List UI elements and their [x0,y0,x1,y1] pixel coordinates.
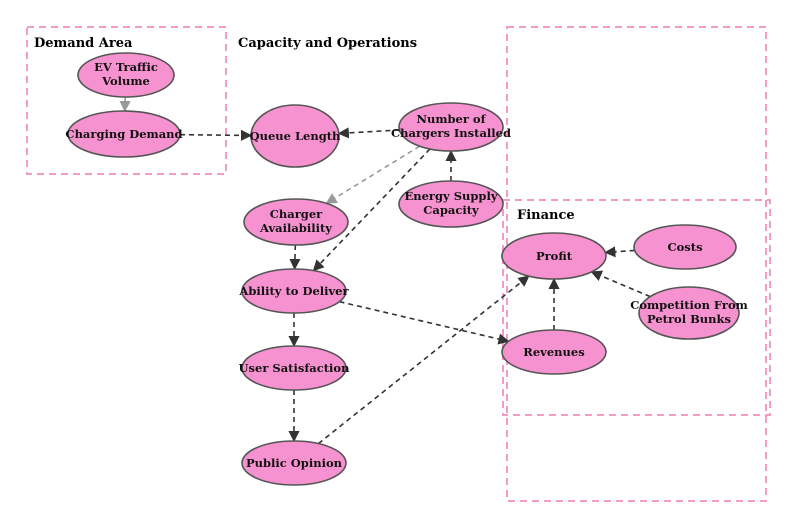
edge-chargers-installed-to-charger-availability [325,145,421,205]
node-energy-supply-capacity: Energy Supply Capacity [398,180,504,228]
node-label: Ability to Deliver [238,284,349,298]
node-user-satisfaction: User Satisfaction [239,345,351,391]
node-label: Capacity [423,203,479,217]
region-box-finance [502,199,771,416]
node-ev-traffic-volume: EV Traffic Volume [77,52,175,98]
node-label: Volume [101,74,150,88]
node-charger-availability: Charger Availability [243,198,349,246]
edge-public-opinion-to-profit [317,275,530,445]
node-profit: Profit [501,232,607,280]
node-label: Public Opinion [246,456,343,470]
edge-chargers-installed-to-ability-deliver [312,148,431,272]
node-label: Number of [416,112,486,126]
node-label: Chargers Installed [391,126,511,140]
node-revenues: Revenues [501,329,607,375]
node-label: Charger [270,207,323,221]
nodes: EV Traffic Volume Charging Demand Queue … [65,52,748,486]
node-label: Revenues [523,345,584,359]
node-public-opinion: Public Opinion [241,440,347,486]
node-number-of-chargers-installed: Number of Chargers Installed [391,102,511,152]
node-label: Costs [667,240,702,254]
region-box-demand [26,26,227,175]
node-label: User Satisfaction [239,361,351,375]
node-label: Availability [259,221,332,235]
node-label: Energy Supply [404,189,497,203]
region-title-demand: Demand Area [34,36,133,51]
node-competition-from-petrol-bunks: Competition From Petrol Bunks [630,286,748,340]
node-label: EV Traffic [94,60,158,74]
edges [119,96,651,445]
edge-ability-deliver-to-revenues [339,300,510,345]
node-label: Profit [536,249,573,263]
edge-charging-demand-to-queue-length [179,129,253,141]
region-titles: Demand Area Capacity and Operations Fina… [34,36,575,223]
node-label: Petrol Bunks [647,312,731,326]
region-title-capacity: Capacity and Operations [238,36,417,51]
node-queue-length: Queue Length [250,104,341,168]
edge-competition-to-profit [590,270,651,298]
node-ability-to-deliver: Ability to Deliver [238,268,350,314]
node-label: Competition From [630,298,748,312]
node-label: Queue Length [250,129,341,143]
edge-charger-availability-to-ability-deliver [289,244,301,271]
edge-chargers-installed-to-queue-length [337,127,400,139]
region-title-finance: Finance [517,208,575,223]
edge-costs-to-profit [604,246,635,258]
node-costs: Costs [633,224,737,270]
node-charging-demand: Charging Demand [65,110,183,158]
node-label: Charging Demand [65,127,182,141]
